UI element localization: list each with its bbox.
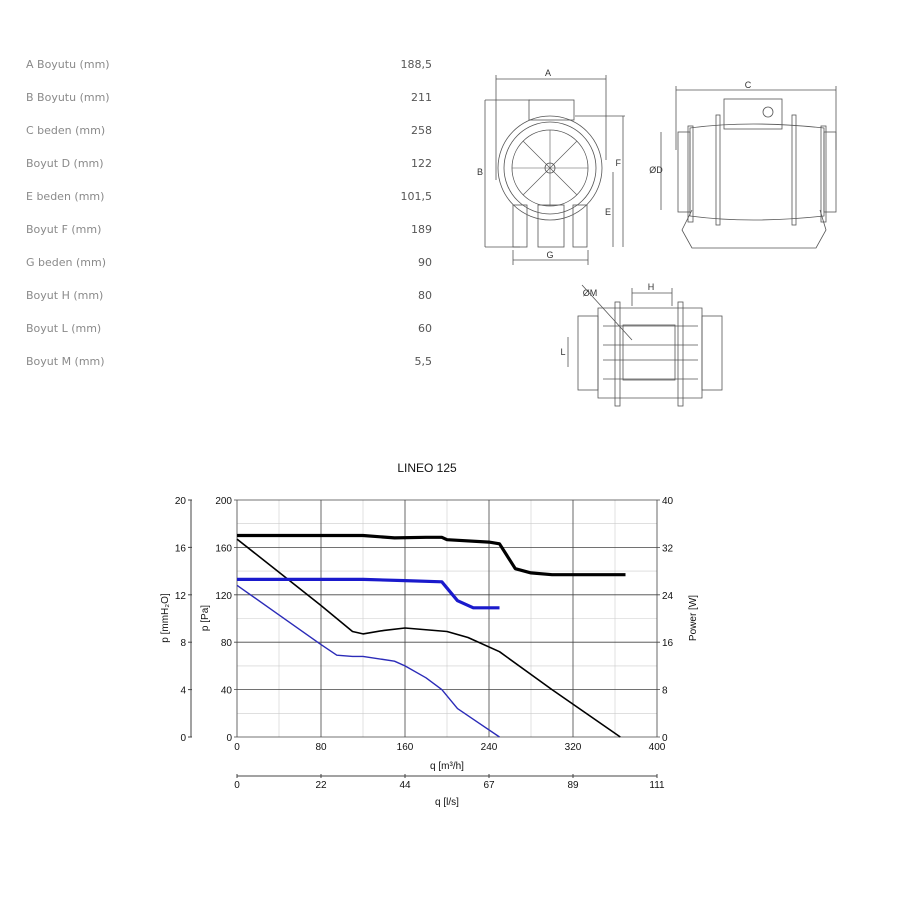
dimension-row: E beden (mm) 101,5: [26, 190, 432, 206]
y2-tick-label: 32: [662, 543, 674, 554]
dimension-label: Boyut F (mm): [26, 223, 102, 236]
x-tick-label: 320: [565, 742, 582, 753]
y2-tick-label: 8: [662, 686, 668, 697]
bottom-view-drawing: H ØM L: [560, 282, 723, 407]
x2-tick-label: 67: [483, 780, 495, 791]
x2-tick-label: 111: [649, 780, 665, 791]
y-outer-tick-label: 4: [180, 686, 186, 697]
x2-tick-label: 44: [399, 780, 411, 791]
dimension-label: E beden (mm): [26, 190, 105, 203]
dimension-value: 101,5: [400, 190, 433, 203]
chart-title: LINEO 125: [397, 461, 457, 475]
dimension-row: Boyut F (mm) 189: [26, 223, 432, 239]
dim-label-D: ØD: [649, 165, 663, 175]
y-outer-tick-label: 16: [175, 543, 187, 554]
dimension-label: Boyut D (mm): [26, 157, 104, 170]
dimension-value: 60: [418, 322, 432, 335]
y-outer-tick-label: 20: [175, 496, 187, 507]
y2-axis-label: Power [W]: [688, 595, 699, 641]
dimension-row: Boyut L (mm) 60: [26, 322, 432, 338]
dimension-row: B Boyutu (mm) 211: [26, 91, 432, 107]
x-tick-label: 160: [397, 742, 414, 753]
dim-label-G: G: [546, 250, 553, 260]
y-tick-label: 80: [221, 638, 233, 649]
x-tick-label: 0: [234, 742, 240, 753]
dim-label-H: H: [648, 282, 655, 292]
x-axis-label: q [m³/h]: [430, 761, 464, 772]
dimension-value: 80: [418, 289, 432, 302]
dimension-value: 188,5: [400, 58, 433, 71]
x2-tick-label: 22: [315, 780, 327, 791]
dimension-value: 211: [411, 91, 432, 104]
dimension-row: Boyut D (mm) 122: [26, 157, 432, 173]
dim-label-C: C: [745, 80, 752, 90]
y-outer-tick-label: 0: [180, 733, 186, 744]
chart-series: [236, 533, 626, 738]
dimension-label: A Boyutu (mm): [26, 58, 110, 71]
dimension-label: Boyut M (mm): [26, 355, 105, 368]
dimension-label: C beden (mm): [26, 124, 106, 137]
x-tick-label: 80: [315, 742, 327, 753]
y2-tick-label: 40: [662, 496, 674, 507]
dimension-row: A Boyutu (mm) 188,5: [26, 58, 432, 74]
dimension-row: C beden (mm) 258: [26, 124, 432, 140]
front-view-drawing: A B G F E: [477, 68, 625, 265]
x2-axis-label: q [l/s]: [435, 797, 459, 808]
series-line-pressure-high-speed: [236, 538, 621, 738]
dimension-row: Boyut M (mm) 5,5: [26, 355, 432, 371]
x-tick-label: 240: [481, 742, 498, 753]
dimension-label: Boyut L (mm): [26, 322, 102, 335]
series-line-power-low-speed: [237, 577, 500, 610]
y-tick-label: 120: [215, 591, 232, 602]
y-tick-label: 40: [221, 686, 233, 697]
dimension-row: G beden (mm) 90: [26, 256, 432, 272]
dim-label-F: F: [616, 158, 622, 168]
dimension-row: Boyut H (mm) 80: [26, 289, 432, 305]
y-outer-tick-label: 8: [180, 638, 186, 649]
dimension-label: Boyut H (mm): [26, 289, 104, 302]
y-tick-label: 0: [226, 733, 232, 744]
dimension-label: G beden (mm): [26, 256, 107, 269]
dim-label-B: B: [477, 167, 483, 177]
y-outer-tick-label: 12: [175, 591, 187, 602]
x2-tick-label: 0: [234, 780, 240, 791]
side-view-drawing: C ØD: [649, 80, 837, 249]
dimension-value: 189: [411, 223, 432, 236]
y2-tick-label: 16: [662, 638, 674, 649]
dimension-value: 90: [418, 256, 432, 269]
dim-label-E: E: [605, 207, 611, 217]
y2-tick-label: 0: [662, 733, 668, 744]
dimension-value: 258: [411, 124, 432, 137]
y-outer-axis-label: p [mmH₂O]: [160, 593, 171, 643]
y-tick-label: 200: [215, 496, 232, 507]
x2-tick-label: 89: [567, 780, 579, 791]
fan-dimension-drawings: A B G F E C ØD H ØM L: [477, 68, 837, 407]
dimension-value: 122: [411, 157, 432, 170]
y-tick-label: 160: [215, 543, 232, 554]
series-line-pressure-low-speed: [236, 584, 500, 738]
x-tick-label: 400: [649, 742, 666, 753]
y-axis-label: p [Pa]: [200, 605, 211, 631]
series-line-power-high-speed: [237, 533, 626, 577]
chart-grid: [234, 499, 660, 738]
dim-label-L: L: [560, 347, 565, 357]
dimension-label: B Boyutu (mm): [26, 91, 110, 104]
dim-label-M: ØM: [583, 288, 598, 298]
dim-label-A: A: [545, 68, 551, 78]
dimension-value: 5,5: [414, 355, 433, 368]
y2-tick-label: 24: [662, 591, 674, 602]
